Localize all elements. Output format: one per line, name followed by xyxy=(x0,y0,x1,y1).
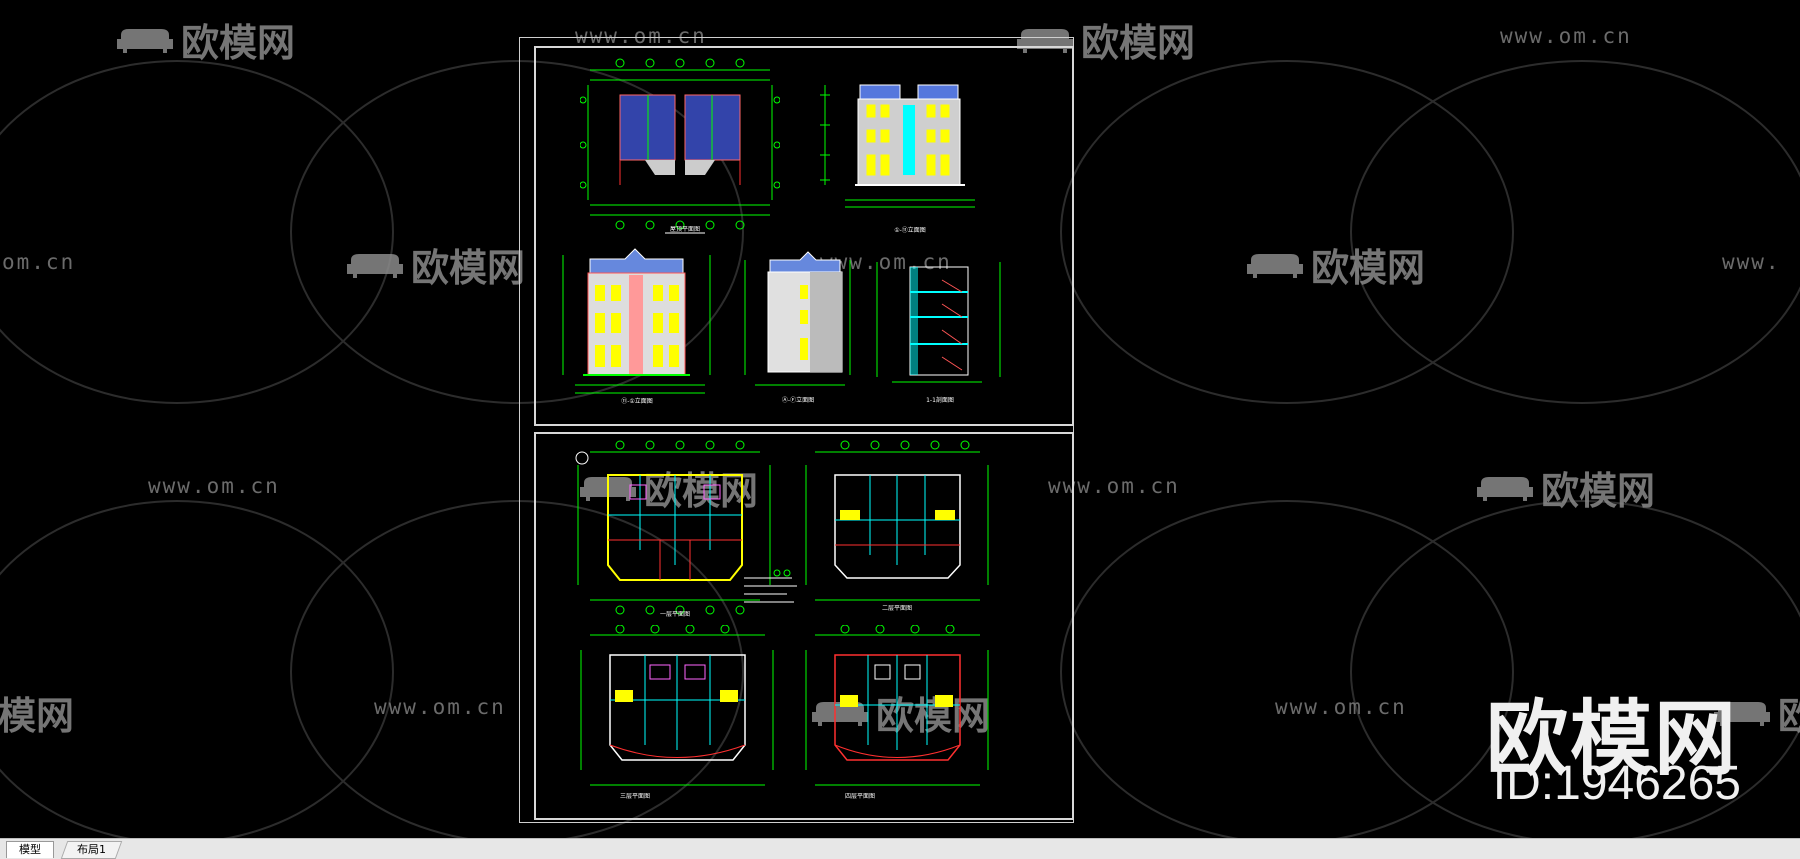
watermark-arc xyxy=(290,60,744,404)
brand-name: 欧模网 xyxy=(1485,692,1738,787)
svg-text:四层平面图: 四层平面图 xyxy=(845,793,875,800)
watermark-logo-partial: 模网 xyxy=(0,694,75,738)
sofa-logo-icon xyxy=(117,28,173,53)
watermark-url: www.om.cn xyxy=(1048,474,1180,498)
layout-tab-bar: 模型 布局1 xyxy=(0,838,1800,859)
watermark-arc xyxy=(1350,500,1800,838)
fourth-floor-plan-drawing: 四层平面图 xyxy=(805,625,989,800)
svg-text:1-1剖面图: 1-1剖面图 xyxy=(926,396,954,404)
side-elevation-drawing: Ⓐ-Ⓕ立面图 xyxy=(744,251,851,404)
first-floor-plan-drawing: 一层平面图 xyxy=(575,440,771,618)
sofa-logo-icon xyxy=(1247,253,1303,278)
tab-layout1[interactable]: 布局1 xyxy=(60,841,123,859)
watermark-logo: 欧模网 xyxy=(345,237,525,292)
svg-text:屋顶平面图: 屋顶平面图 xyxy=(670,226,700,233)
watermark-logo: 欧模网 xyxy=(115,12,295,67)
sofa-logo-icon xyxy=(812,701,868,726)
model-id-label: ID:1946265 xyxy=(1492,757,1741,810)
watermark-arc xyxy=(290,500,744,838)
svg-text:一层平面图: 一层平面图 xyxy=(660,611,690,618)
sofa-logo-icon xyxy=(1714,701,1770,726)
watermark-url-partial: www. xyxy=(1722,250,1781,274)
watermark-url-partial: om.cn xyxy=(2,250,76,274)
cad-model-space[interactable]: 欧模网 欧模网 欧模网 欧模网 欧模网 欧模网 模网 欧模网 欧 www.om.… xyxy=(0,0,1800,838)
svg-text:⑪-①立面图: ⑪-①立面图 xyxy=(621,397,653,405)
drawing-sheet-elevations xyxy=(534,46,1074,426)
svg-text:①-⑪立面图: ①-⑪立面图 xyxy=(894,226,926,234)
north-arrow-icon xyxy=(575,451,589,465)
watermark-logo-partial: 欧 xyxy=(1712,685,1800,740)
front-elevation-drawing: ①-⑪立面图 xyxy=(820,84,975,234)
drawing-frame-outer xyxy=(519,37,1074,823)
watermark-logo: 欧模网 xyxy=(810,685,990,740)
watermark-logo: 欧模网 xyxy=(1475,460,1655,515)
watermark-url: www.om.cn xyxy=(1500,24,1632,48)
watermark-url: www.om.cn xyxy=(575,24,707,48)
watermark-logo: 欧模网 xyxy=(1245,237,1425,292)
drawing-sheet-floor-plans xyxy=(534,432,1074,820)
watermark-url: www.om.cn xyxy=(820,250,952,274)
svg-text:三层平面图: 三层平面图 xyxy=(620,793,650,800)
rear-elevation-drawing: ⑪-①立面图 xyxy=(562,248,711,405)
notes-block xyxy=(744,569,797,603)
sofa-logo-icon xyxy=(347,253,403,278)
watermark-url: www.om.cn xyxy=(1275,695,1407,719)
section-drawing: 1-1剖面图 xyxy=(876,262,1001,404)
watermark-arc xyxy=(1350,60,1800,404)
sofa-logo-icon xyxy=(1477,476,1533,501)
svg-text:二层平面图: 二层平面图 xyxy=(882,605,912,612)
watermark-logo: 欧模网 xyxy=(578,460,758,515)
svg-text:Ⓐ-Ⓕ立面图: Ⓐ-Ⓕ立面图 xyxy=(782,396,814,404)
third-floor-plan-drawing: 三层平面图 xyxy=(580,625,774,800)
watermark-url: www.om.cn xyxy=(374,695,506,719)
tab-model[interactable]: 模型 xyxy=(6,841,54,858)
watermark-url: www.om.cn xyxy=(148,474,280,498)
second-floor-plan-drawing: 二层平面图 xyxy=(805,440,989,612)
roof-plan-drawing: 屋顶平面图 xyxy=(580,58,780,234)
